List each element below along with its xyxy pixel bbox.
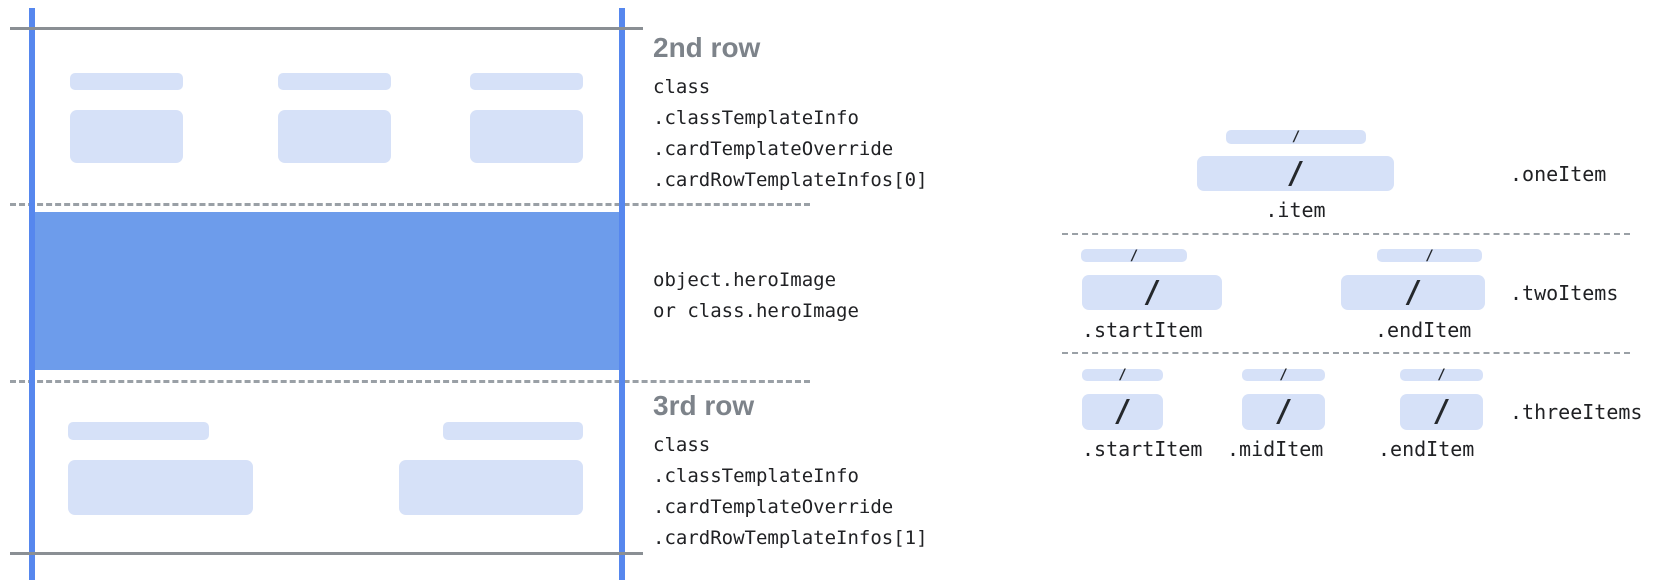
row-divider-dashed-line [10, 203, 810, 206]
slash-glyph: / [1286, 155, 1305, 191]
code-line: .cardRowTemplateInfos[0] [653, 169, 928, 191]
start-item-field-label: .startItem [1082, 318, 1203, 342]
end-item-label-bar: / [1377, 247, 1482, 264]
code-line: .cardRowTemplateInfos[1] [653, 527, 928, 549]
slash-glyph: / [1129, 247, 1139, 264]
items-divider-dashed-line [1062, 233, 1630, 235]
third-row-label-placeholder [68, 422, 209, 440]
card-right-edge-line [619, 8, 625, 580]
second-row-heading: 2nd row [653, 32, 761, 63]
slash-glyph: / [1279, 367, 1288, 383]
card-bottom-border-line [10, 552, 643, 555]
code-line: .cardTemplateOverride [653, 138, 894, 160]
second-row-value-placeholder [70, 110, 183, 163]
slash-glyph: / [1403, 274, 1423, 310]
mid-item-field-label: .midItem [1227, 437, 1324, 461]
third-row-heading: 3rd row [653, 390, 755, 421]
code-line: class [653, 76, 711, 98]
items-divider-dashed-line [1062, 352, 1630, 354]
slash-glyph: / [1142, 274, 1162, 310]
second-row-value-placeholder [278, 110, 391, 163]
third-row-code-path: class .classTemplateInfo .cardTemplateOv… [653, 430, 928, 554]
second-row-label-placeholder [278, 73, 391, 90]
row-divider-dashed-line [10, 380, 810, 383]
slash-glyph: / [1437, 367, 1446, 383]
slash-glyph: / [1291, 129, 1301, 145]
two-items-row-label: .twoItems [1510, 281, 1619, 305]
end-item-label-bar: / [1400, 367, 1483, 383]
end-item-field-label: .endItem [1375, 318, 1472, 342]
slash-glyph: / [1432, 394, 1451, 429]
mid-item-value-bar: / [1242, 394, 1325, 430]
three-items-row-label: .threeItems [1510, 400, 1643, 424]
card-left-edge-line [29, 8, 35, 580]
item-field-label: .item [1265, 198, 1326, 222]
third-row-value-placeholder [68, 460, 253, 515]
start-item-label-bar: / [1082, 367, 1163, 383]
one-item-row-label: .oneItem [1510, 162, 1607, 186]
start-item-value-bar: / [1082, 275, 1222, 310]
end-item-value-bar: / [1341, 275, 1485, 310]
code-line: object.heroImage [653, 269, 837, 291]
mid-item-label-bar: / [1242, 367, 1325, 383]
code-line: .classTemplateInfo [653, 107, 859, 129]
hero-image-block [29, 212, 625, 370]
hero-image-code-path: object.heroImage or class.heroImage [653, 265, 859, 327]
card-top-border-line [10, 27, 643, 30]
second-row-label-placeholder [470, 73, 583, 90]
third-row-value-placeholder [399, 460, 583, 515]
second-row-label-placeholder [70, 73, 183, 90]
code-line: .classTemplateInfo [653, 465, 859, 487]
start-item-value-bar: / [1082, 394, 1163, 430]
slash-glyph: / [1118, 367, 1127, 383]
code-line: class [653, 434, 711, 456]
one-item-value-bar: / [1197, 156, 1394, 191]
second-row-value-placeholder [470, 110, 583, 163]
second-row-code-path: class .classTemplateInfo .cardTemplateOv… [653, 72, 928, 196]
start-item-field-label: .startItem [1082, 437, 1203, 461]
end-item-field-label: .endItem [1378, 437, 1475, 461]
one-item-label-bar: / [1226, 130, 1366, 144]
third-row-label-placeholder [443, 422, 583, 440]
slash-glyph: / [1425, 247, 1434, 264]
slash-glyph: / [1274, 394, 1293, 429]
start-item-label-bar: / [1081, 247, 1187, 264]
code-line: or class.heroImage [653, 300, 859, 322]
code-line: .cardTemplateOverride [653, 496, 894, 518]
end-item-value-bar: / [1400, 394, 1483, 430]
slash-glyph: / [1113, 394, 1132, 429]
